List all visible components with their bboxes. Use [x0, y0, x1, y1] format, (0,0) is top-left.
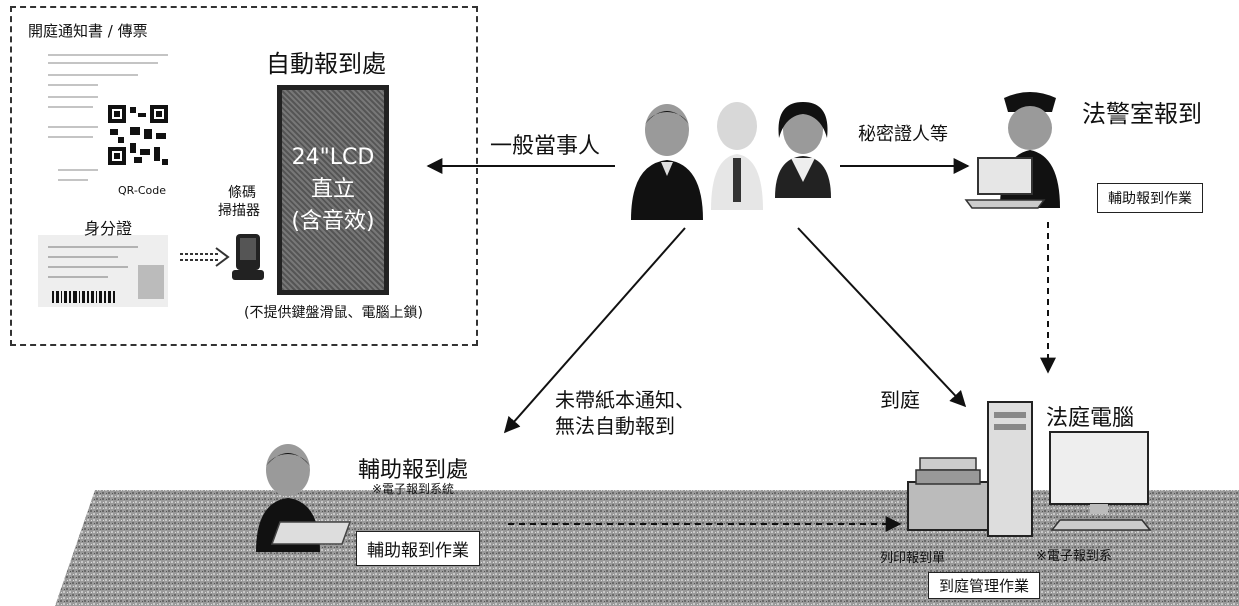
- police-officer-at-pc-illustration: [964, 92, 1060, 209]
- court-print-label: 列印報到單: [880, 551, 946, 566]
- police-room-title: 法警室報到: [1082, 100, 1202, 128]
- scanner-label-line1: 條碼: [228, 185, 256, 201]
- arrow-to-court: [797, 227, 967, 408]
- assist-clerk-illustration: [256, 444, 352, 552]
- notice-document-illustration: [38, 54, 170, 307]
- monitor-icon: [1049, 431, 1152, 531]
- court-pc-title: 法庭電腦: [1046, 406, 1135, 431]
- secret-witness-label: 秘密證人等: [858, 124, 948, 145]
- laptop-icon: [964, 157, 1046, 209]
- qr-code-icon: [106, 103, 170, 167]
- person-icon: [711, 102, 763, 210]
- police-room-task: 輔助報到作業: [1097, 183, 1203, 213]
- kiosk-title: 自動報到處: [266, 50, 386, 78]
- assist-desk-task: 輔助報到作業: [356, 531, 480, 566]
- court-system-label: ※電子報到系: [1036, 549, 1112, 564]
- scanner-label-line2: 掃描器: [218, 203, 260, 219]
- barcode-scanner-icon: [180, 234, 264, 280]
- to-court-label: 到庭: [880, 388, 920, 412]
- id-card-illustration: [38, 235, 168, 307]
- qr-code-label: QR-Code: [118, 184, 166, 197]
- person-icon: [775, 102, 831, 198]
- lcd-line-2: 直立: [310, 177, 355, 202]
- person-icon: [631, 104, 703, 220]
- lcd-note: (不提供鍵盤滑鼠、電腦上鎖): [244, 305, 423, 321]
- lcd-line-1: 24"LCD: [291, 145, 375, 170]
- kiosk-area-frame: [10, 6, 478, 346]
- court-pc-illustration: [907, 401, 1152, 537]
- party-group-illustration: [631, 102, 831, 220]
- printer-icon: [907, 457, 989, 531]
- assist-desk-title: 輔助報到處: [358, 458, 469, 483]
- no-paper-line-1: 未帶紙本通知、: [555, 388, 695, 412]
- notice-title: 開庭通知書 / 傳票: [28, 22, 148, 40]
- lcd-screen: 24"LCD 直立 (含音效): [277, 85, 389, 295]
- arrow-to-assist-desk: [503, 227, 686, 434]
- barcode-icon: [52, 291, 115, 303]
- no-paper-line-2: 無法自動報到: [555, 414, 675, 438]
- id-card-label: 身分證: [84, 219, 133, 238]
- lcd-line-3: (含音效): [291, 209, 375, 234]
- laptop-icon: [270, 521, 352, 545]
- assist-desk-subtitle: ※電子報到系統: [372, 482, 455, 496]
- general-party-label: 一般當事人: [490, 134, 601, 159]
- court-pc-task: 到庭管理作業: [928, 572, 1041, 599]
- desktop-tower-icon: [987, 401, 1033, 537]
